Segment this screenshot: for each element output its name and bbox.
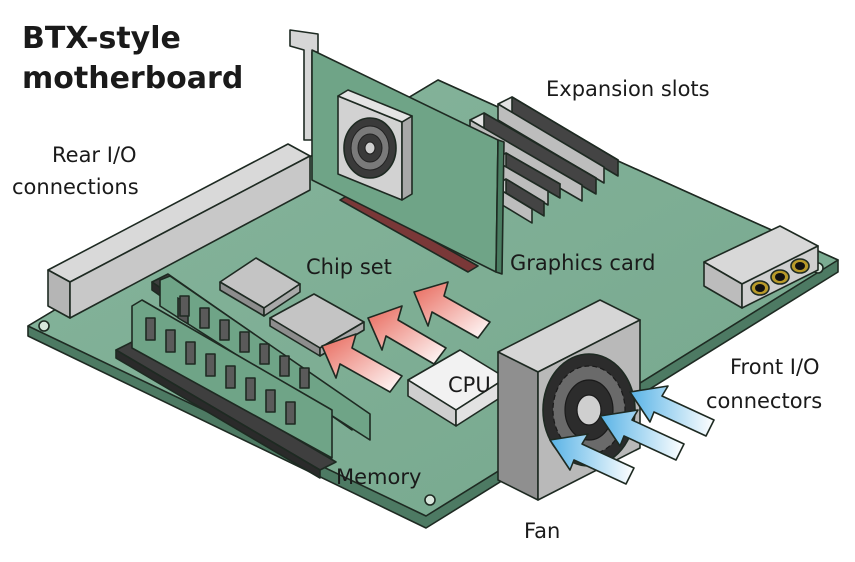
cool-arrow — [599, 409, 685, 461]
front-io-connectors — [703, 225, 819, 309]
memory-chips — [145, 295, 310, 425]
chip-set-lower — [269, 293, 365, 357]
mount-hole — [38, 320, 50, 332]
cpu-package — [407, 349, 507, 427]
label-expansion-slots: Expansion slots — [546, 77, 710, 101]
memory-slot — [115, 341, 337, 479]
mount-hole — [424, 494, 436, 506]
warm-airflow-arrows — [321, 281, 491, 393]
label-chip-set: Chip set — [306, 255, 392, 279]
label-rear-io-line2: connections — [12, 175, 139, 199]
cool-arrow — [549, 433, 635, 485]
cool-airflow-arrows — [549, 385, 715, 485]
cool-arrow — [629, 385, 715, 437]
label-front-io-line2: connectors — [706, 389, 822, 413]
diagram-title-line1: BTX-style — [22, 21, 181, 56]
memory-modules — [115, 273, 371, 479]
label-front-io-line1: Front I/O — [730, 355, 820, 379]
diagram-title-line2: motherboard — [22, 61, 243, 96]
expansion-slot — [497, 96, 619, 184]
card-pcb-edge — [495, 139, 505, 275]
rear-io-block — [47, 143, 311, 319]
warm-arrow — [367, 305, 447, 365]
chip-set-upper — [219, 257, 301, 317]
label-memory: Memory — [336, 465, 421, 489]
label-rear-io-line1: Rear I/O — [52, 143, 137, 167]
label-cpu: CPU — [448, 373, 491, 397]
graphics-card — [289, 29, 505, 275]
card-fan — [337, 89, 413, 201]
warm-arrow — [413, 281, 491, 339]
label-fan: Fan — [524, 519, 560, 543]
main-fan — [497, 299, 641, 501]
fan-side — [497, 351, 539, 501]
label-graphics-card: Graphics card — [510, 251, 655, 275]
warm-arrow — [321, 333, 403, 393]
